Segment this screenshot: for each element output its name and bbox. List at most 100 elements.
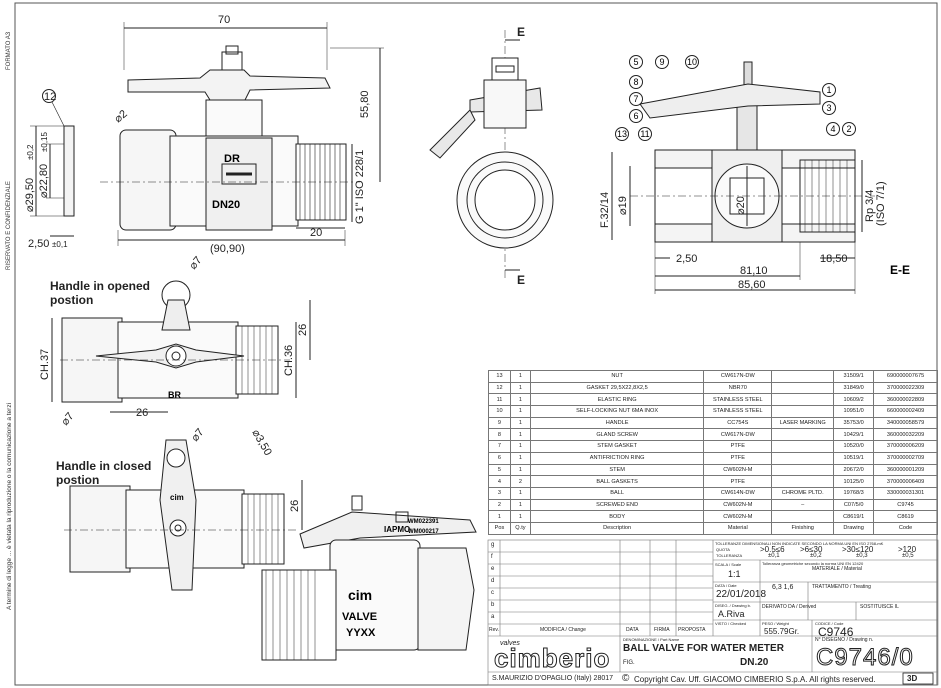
bom-cell: 1 <box>509 451 531 465</box>
dim-hole: ⌀2 <box>112 108 129 125</box>
tol-title: TOLLERANZE DIMENSIONALI NON INDICATE SEC… <box>715 541 884 546</box>
iso-view <box>261 495 477 661</box>
dim-2-50-sec: 2,50 <box>676 253 697 265</box>
open-caption-2: postion <box>50 293 93 307</box>
bom-cell: HANDLE <box>529 416 705 430</box>
bom-cell <box>771 393 835 407</box>
balloon-8: 8 <box>633 77 638 87</box>
balloon-1: 1 <box>826 85 831 95</box>
bom-cell: 1 <box>509 405 531 418</box>
bom-cell: 2 <box>509 475 531 488</box>
drawn-by: A.Riva <box>718 609 745 619</box>
bom-cell: NUT <box>529 370 705 383</box>
bom-cell: 1 <box>509 510 531 523</box>
bom-cell: PTFE <box>703 440 773 453</box>
code-label: CODICE / Code <box>815 621 844 626</box>
bom-cell: PTFE <box>703 451 773 465</box>
dim-55-80: 55,80 <box>359 90 371 118</box>
address: S.MAURIZIO D'OPAGLIO (Italy) 28017 <box>492 675 614 682</box>
replace-label: SOSTITUISCE IL <box>860 604 899 610</box>
bom-cell: C07/5/0 <box>833 498 875 512</box>
bom-cell: SELF-LOCKING NUT 6MA INOX <box>529 405 705 418</box>
bom-cell <box>771 428 835 442</box>
bom-cell: CW614N-DW <box>703 486 773 500</box>
part-name: BALL VALVE FOR WATER METER <box>623 643 784 654</box>
bom-cell: 10520/0 <box>833 440 875 453</box>
balloon-4: 4 <box>830 124 835 134</box>
tol-tol-4: ±0,5 <box>902 553 914 559</box>
dim-rp: Rp 3/4 <box>864 190 876 222</box>
badge-3d: 3D <box>907 674 918 683</box>
revision-letter: g <box>491 542 495 548</box>
dim-2-50: 2,50 <box>28 238 49 250</box>
revision-letter: a <box>491 614 495 620</box>
bom-cell: NBR70 <box>703 381 773 395</box>
copyright: Copyright Cav. Uff. GIACOMO CIMBERIO S.p… <box>634 675 876 684</box>
drawn-label: DISEG. / Drawing b. <box>715 603 752 608</box>
bom-cell <box>771 463 835 477</box>
dim-26-closed: 26 <box>289 500 301 512</box>
dim-7-closed: ⌀7 <box>189 426 206 443</box>
bom-cell: 1 <box>509 463 531 477</box>
balloon-5: 5 <box>633 57 638 67</box>
bom-cell: CW602N-M <box>703 510 773 523</box>
dim-29-50-tol: ±0,2 <box>26 144 35 160</box>
tol-value-4: >120 <box>898 545 917 554</box>
bom-cell <box>771 475 835 488</box>
bom-cell: 11 <box>488 393 511 407</box>
dim-3-50: ⌀3,50 <box>249 428 273 458</box>
bom-cell: STEM <box>529 463 705 477</box>
bom-cell: 1 <box>509 440 531 453</box>
dim-29-50: ⌀29,50 <box>24 178 36 212</box>
tol-tol-2: ±0,2 <box>810 553 822 559</box>
bom-cell: 370000006209 <box>873 440 938 453</box>
bom-cell: 1 <box>509 428 531 442</box>
revision-letter: f <box>491 554 493 560</box>
dim-22-80-tol: ±0,15 <box>40 131 49 152</box>
rev-header-sign: FIRMA <box>654 627 670 633</box>
section-title: E-E <box>890 263 910 277</box>
bom-cell: BALL GASKETS <box>529 475 705 488</box>
roughness: 6,3 1,6 <box>772 584 794 591</box>
bom-cell: 10519/1 <box>833 451 875 465</box>
bom-cell: 2 <box>488 498 511 512</box>
bom-header-cell: Material <box>703 521 773 535</box>
brand-small: valves <box>500 640 520 647</box>
bom-cell: 3 <box>488 486 511 500</box>
bom-cell: 1 <box>509 486 531 500</box>
tol-row2-label: TOLLERANZA <box>716 553 743 558</box>
bom-cell: CW602N-M <box>703 463 773 477</box>
bom-cell <box>771 451 835 465</box>
bom-cell: PTFE <box>703 475 773 488</box>
mark-iapmo: IAPMO <box>384 525 410 534</box>
bom-cell: LASER MARKING <box>771 416 835 430</box>
mark-wm1: WM022391 <box>408 519 439 525</box>
part-label: DENOMINAZIONE / Part Name <box>623 637 680 642</box>
mark-cim-iso: cim <box>348 587 372 603</box>
bom-cell: 10 <box>488 405 511 418</box>
dim-7-open-top: ⌀7 <box>187 254 204 271</box>
rev-header-date: DATA <box>626 627 639 633</box>
bom-cell: CHROME PLTD. <box>771 486 835 500</box>
side-view-e <box>429 30 554 280</box>
bom-header-cell: Finishing <box>771 521 835 535</box>
bom-cell <box>771 405 835 418</box>
bom-cell: 370000006409 <box>873 475 938 488</box>
dim-20: ⌀20 <box>735 196 747 215</box>
bom-cell <box>771 381 835 395</box>
bom-cell: 1 <box>509 381 531 395</box>
bom-cell: 330000031301 <box>873 486 938 500</box>
bom-cell: GLAND SCREW <box>529 428 705 442</box>
bom-header-cell: Pos <box>488 521 511 535</box>
bom-cell: 1 <box>509 498 531 512</box>
bom-cell: 360000022809 <box>873 393 938 407</box>
bom-cell: 13 <box>488 370 511 383</box>
bom-cell: 690000007675 <box>873 370 938 383</box>
bom-cell: 360000032209 <box>873 428 938 442</box>
